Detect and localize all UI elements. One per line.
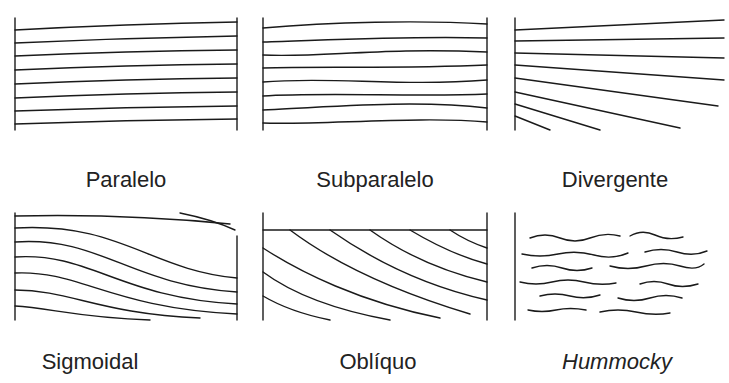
reflector-line [515,38,724,41]
panel-label: Oblíquo [339,350,416,374]
reflector-line [15,119,237,124]
reflector-line [263,296,330,320]
reflector-line [515,20,724,30]
reflector-line [15,92,237,98]
reflector-line [263,51,487,56]
reflector-line [540,294,600,298]
reflector-line [515,53,724,58]
panel-border [514,213,515,320]
oblique-panel [263,213,487,320]
hummocky-panel [515,213,707,320]
reflector-line [645,250,707,255]
reflector-line [263,94,487,96]
reflector-line [15,306,150,320]
subparallel-panel [263,18,487,130]
reflector-line [15,241,237,292]
reflector-line [630,232,683,238]
reflector-line [263,229,487,230]
reflector-line [450,230,487,248]
reflector-line [15,78,237,84]
reflector-line [263,65,487,68]
panel-label: Paralelo [86,168,167,192]
reflector-line [530,234,620,241]
reflector-line [515,92,680,128]
reflector-line [410,230,487,264]
reflector-line [15,36,237,43]
reflector-line [515,65,724,80]
reflector-line [263,120,487,123]
panel-border [514,18,515,130]
panel-border [14,213,15,320]
reflector-line [515,116,550,130]
reflector-line [15,64,237,70]
panel-border [262,18,263,130]
reflector-line [610,264,704,269]
reflector-line [532,266,592,271]
reflector-line [15,22,237,30]
reflector-line [640,282,698,287]
reflector-line [515,104,600,130]
panel-border [236,18,237,130]
divergent-panel [515,18,724,130]
reflector-line [370,230,487,282]
panel-border [262,213,263,320]
reflector-line [330,230,487,300]
sigmoidal-panel [15,213,237,320]
reflector-line [263,248,440,318]
reflector-line [263,80,487,82]
parallel-panel [15,18,237,130]
reflector-line [528,309,586,312]
reflector-line [263,37,487,42]
reflector-line [263,22,487,28]
panel-border [14,18,15,130]
reflector-line [618,296,682,301]
reflector-line [520,280,616,284]
reflector-line [15,106,237,111]
reflector-line [263,272,390,320]
reflector-line [600,310,670,314]
reflector-line [15,290,200,318]
reflector-line [15,50,237,56]
panel-label: Divergente [562,168,668,192]
panel-label: Hummocky [562,350,672,374]
panel-border [486,213,487,320]
reflector-line [15,227,237,278]
reflector-line [180,213,235,230]
reflector-line [515,78,718,106]
panel-label: Sigmoidal [42,350,139,374]
reflector-line [263,104,487,110]
reflector-line [290,230,470,314]
reflector-line [522,252,628,257]
panel-border [486,18,487,130]
panel-label: Subparalelo [316,168,433,192]
